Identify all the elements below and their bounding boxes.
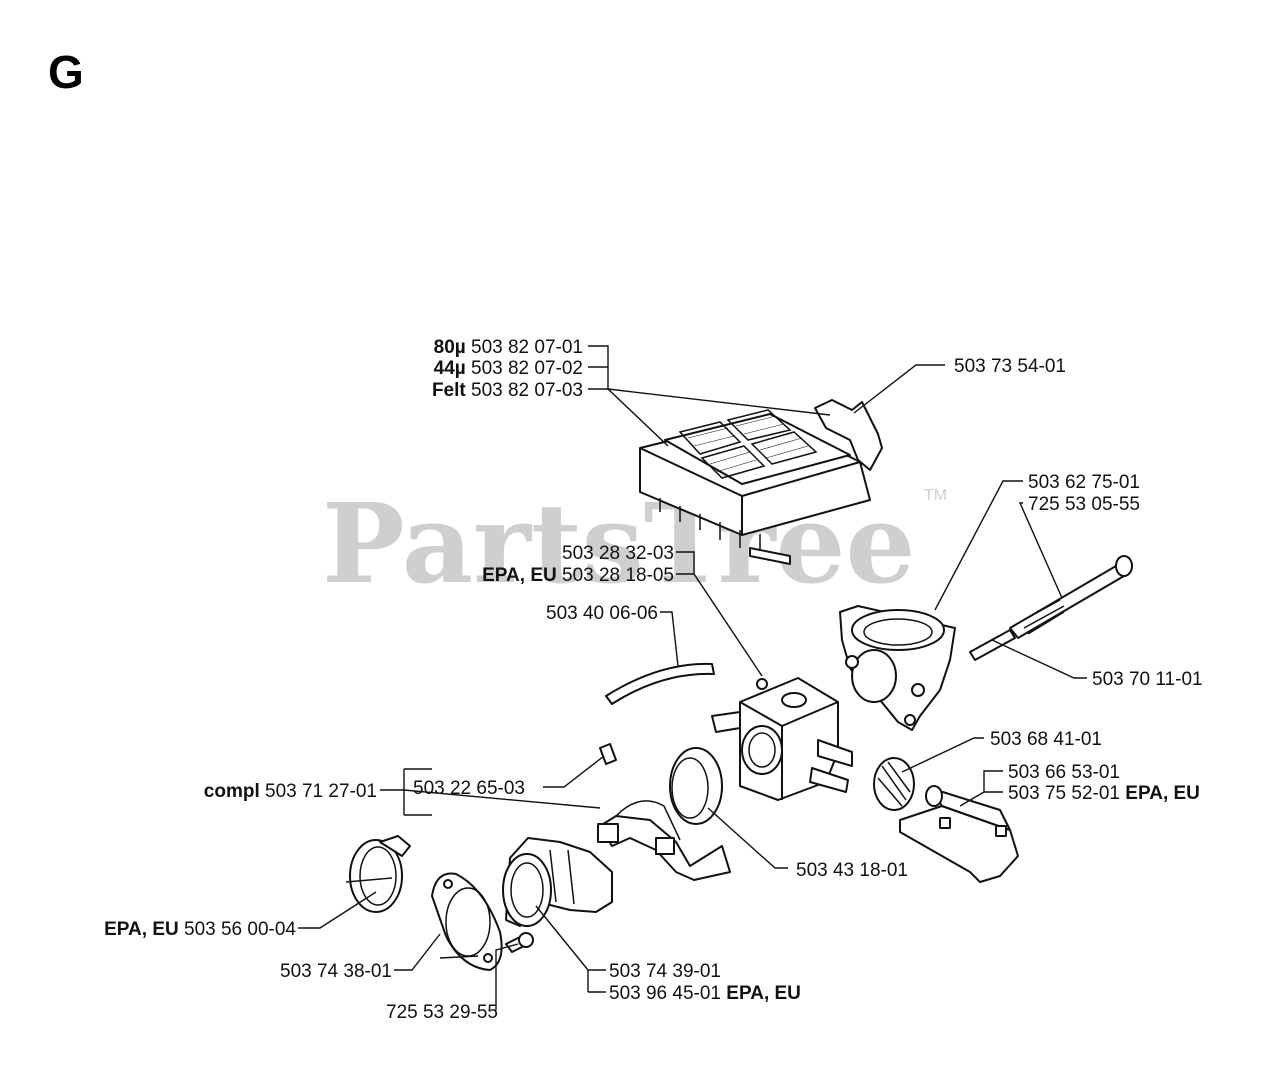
label-plate-a: 503 66 53-01 [1008, 762, 1120, 783]
long-bolt-drawing [1009, 555, 1133, 639]
watermark-trademark: TM [924, 487, 947, 504]
leader-lines [298, 345, 1087, 1010]
air-filter-drawing [639, 409, 871, 565]
fuel-hose-drawing [605, 662, 715, 705]
label-nut: 503 22 65-03 [413, 778, 525, 799]
section-letter: G [48, 46, 84, 98]
label-fitting: 503 68 41-01 [990, 729, 1102, 750]
label-filter-felt: Felt 503 82 07-03 [432, 380, 583, 401]
label-plate-b: 503 75 52-01 EPA, EU [1008, 783, 1200, 804]
intake-ring-drawing [669, 747, 723, 825]
fitting-drawing [873, 757, 915, 811]
intake-elbow-drawing [502, 837, 613, 927]
label-filter-80: 80µ 503 82 07-01 [434, 337, 583, 358]
cover-clip-drawing [814, 399, 883, 471]
label-ring: 503 43 18-01 [796, 860, 908, 881]
label-hose: 503 40 06-06 [546, 603, 658, 624]
label-gasket-top: 503 62 75-01 [1028, 472, 1140, 493]
square-nut-drawing [599, 743, 617, 765]
adapter-housing-drawing [839, 605, 956, 731]
label-screw: 725 53 29-55 [386, 1002, 498, 1023]
hose-clamp-drawing [349, 835, 411, 913]
plate-drawing [899, 785, 1019, 883]
label-clamp: EPA, EU 503 56 00-04 [104, 919, 296, 940]
label-filter-44: 44µ 503 82 07-02 [434, 358, 583, 379]
label-flange: 503 74 38-01 [280, 961, 392, 982]
label-bolt: 725 53 05-55 [1028, 494, 1140, 515]
label-carburetor-b: EPA, EU 503 28 18-05 [482, 565, 674, 586]
screw-drawing [505, 932, 534, 953]
label-intake-a: 503 74 39-01 [609, 961, 721, 982]
flange-gasket-drawing [431, 872, 503, 971]
label-sleeve: 503 70 11-01 [1092, 669, 1203, 690]
sleeve-drawing [969, 629, 1016, 661]
bracket-drawing [597, 800, 731, 881]
label-cover: 503 73 54-01 [954, 356, 1066, 377]
label-intake-b: 503 96 45-01 EPA, EU [609, 983, 801, 1004]
label-carburetor-a: 503 28 32-03 [562, 543, 674, 564]
label-compl: compl 503 71 27-01 [204, 781, 377, 802]
carburetor-drawing [711, 677, 853, 801]
